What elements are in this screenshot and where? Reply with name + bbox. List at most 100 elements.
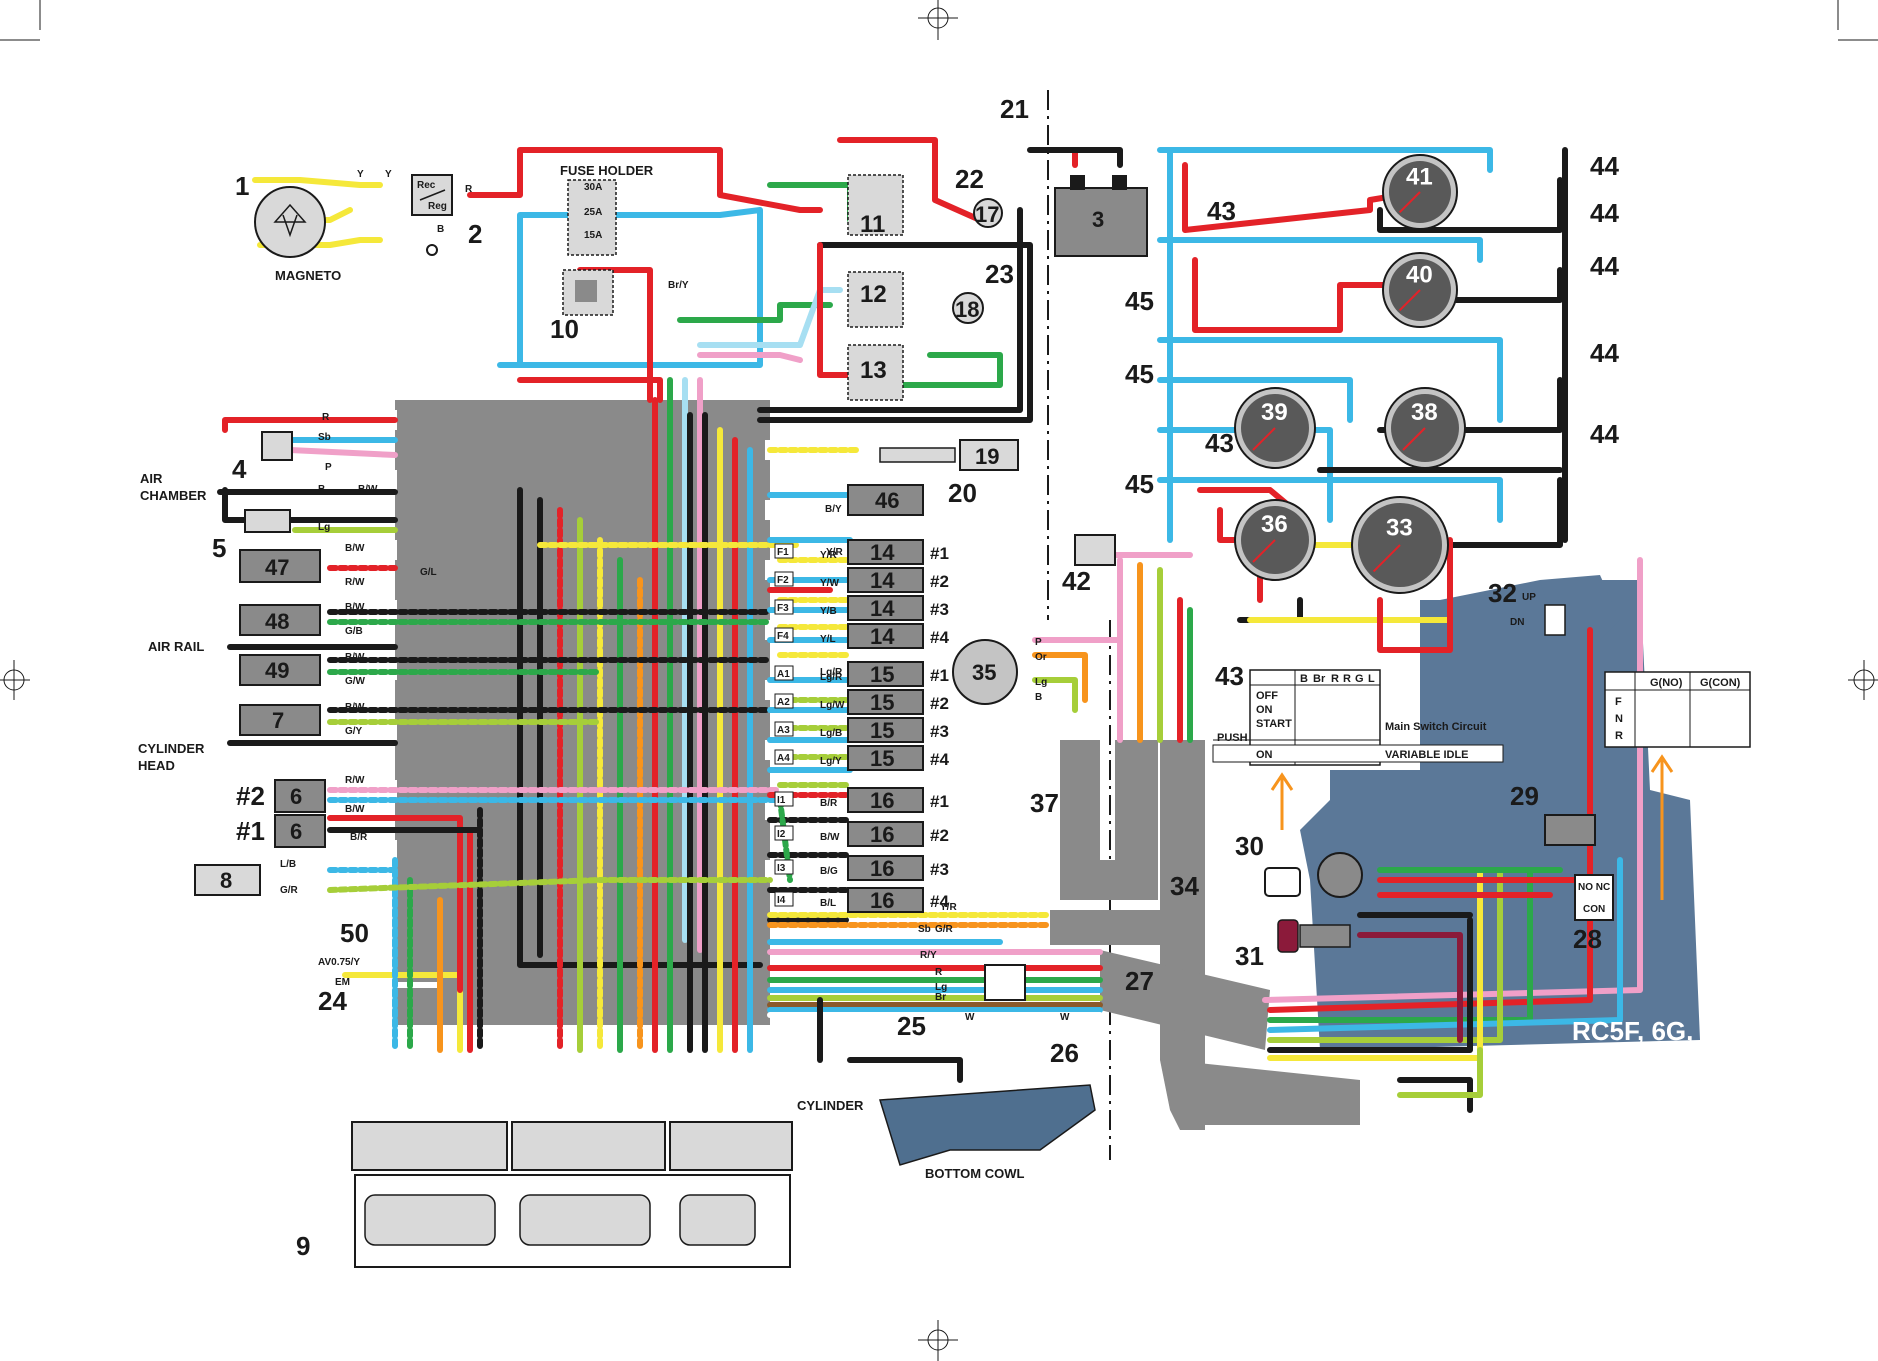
code-r-2: R [322, 412, 330, 423]
injector-box [847, 595, 924, 621]
injector-wires [767, 447, 863, 923]
relay-12: 12 [847, 271, 904, 328]
code-p-1: P [325, 462, 332, 473]
switch-head-r2: R [1343, 673, 1351, 685]
terminal-tag-box [774, 825, 794, 841]
component-28: NO NC CON 28 [1573, 874, 1614, 954]
sensor-6-2-tag: #2 [236, 781, 265, 811]
rectifier-regulator: Rec Reg 2 [411, 174, 482, 256]
callout-46: 46 [875, 488, 899, 513]
switch-row-on2: ON [1256, 749, 1273, 761]
injector-box [847, 821, 924, 847]
cylinder-tag: #4 [930, 750, 949, 769]
terminal-tag: I2 [777, 829, 786, 840]
trim-head-con: G(CON) [1700, 677, 1741, 689]
injector-box [847, 717, 924, 743]
code-sb-1: Sb [318, 432, 331, 443]
air-chamber-label-2: CHAMBER [140, 488, 207, 503]
callout-12: 12 [860, 281, 887, 308]
gauge-needle [1252, 539, 1276, 563]
callout-44c: 44 [1590, 251, 1619, 281]
injector-number: 16 [870, 888, 894, 913]
callout-18: 18 [955, 297, 979, 322]
code-w-2: W [1060, 1012, 1070, 1023]
callout-48: 48 [265, 609, 289, 634]
cyl-head-label-1: CYLINDER [138, 741, 205, 756]
injector-number: 16 [870, 788, 894, 813]
code-gb-1: G/B [345, 626, 363, 637]
connector-27 [984, 964, 1026, 1001]
callout-10: 10 [550, 314, 579, 344]
code-y-2: Y [385, 169, 392, 180]
gauge-36: 36 [1234, 499, 1316, 581]
terminal-tag: F1 [777, 547, 789, 558]
switch-head-b: B [1300, 673, 1308, 685]
injector-number: 16 [870, 856, 894, 881]
magneto: MAGNETO 1 [235, 171, 341, 283]
terminal-tag-box [774, 749, 794, 765]
component-46: 46 [847, 484, 924, 516]
harness-tube-27 [1100, 950, 1270, 1050]
cylinder-tag: #1 [930, 792, 949, 811]
trim-switch-32[interactable]: 32 UP DN [1488, 578, 1566, 636]
cylinder-tag: #4 [930, 628, 949, 647]
con-label: CON [1583, 904, 1605, 915]
switch-row-start: START [1256, 718, 1292, 730]
switch-head-g: G [1355, 673, 1364, 685]
gauge-38: 38 [1384, 387, 1466, 469]
terminal-tag-box [774, 599, 794, 615]
code-gr-2: G/R [935, 924, 954, 935]
gauge-needle [1398, 191, 1421, 214]
av-label: AV0.75/Y [318, 957, 360, 968]
code-gr-1: G/R [280, 885, 299, 896]
em-label: EM [335, 977, 350, 988]
code-b-3: B [1035, 692, 1042, 703]
code-bw-6: B/W [345, 804, 365, 815]
code-gl-1: G/L [420, 567, 437, 578]
injector-number: 14 [870, 596, 895, 621]
trim-head-no: G(NO) [1650, 677, 1683, 689]
callout-23: 23 [985, 259, 1014, 289]
terminal-tag: A4 [777, 753, 790, 764]
code-yr-2: Y/R [826, 547, 843, 558]
callout-34: 34 [1170, 871, 1199, 901]
code-bw-2: B/W [345, 543, 365, 554]
model-label: RC5F, 6G, 8F [1572, 1016, 1731, 1046]
main-switch-key[interactable]: 30 [1235, 831, 1363, 898]
component-18: 18 [952, 292, 984, 324]
callout-13: 13 [860, 357, 887, 384]
terminal-tag: I3 [777, 863, 786, 874]
callout-22: 22 [955, 164, 984, 194]
callout-43a: 43 [1207, 196, 1236, 226]
injector-number: 15 [870, 690, 894, 715]
code-b-2: B [318, 484, 325, 495]
terminal-tag: I1 [777, 795, 786, 806]
callout-25: 25 [897, 1011, 926, 1041]
harness-branches [327, 542, 833, 993]
code-y-1: Y [357, 169, 364, 180]
arrow-up-switch [1270, 772, 1294, 830]
callout-20: 20 [948, 478, 977, 508]
code-b-1: B [437, 224, 444, 235]
cylinder-tag: #2 [930, 572, 949, 591]
gauge-40: 40 [1382, 252, 1458, 328]
fuse-30a: 30A [584, 182, 602, 193]
bottom-cowl [879, 1084, 1096, 1166]
callout-45c: 45 [1125, 469, 1154, 499]
sensor-47: 47 [239, 549, 321, 583]
component-19: 19 [879, 439, 1019, 471]
injector-number: 14 [870, 568, 895, 593]
wire-code-labels: Y Y R B R Sb P B B/W Lg B/W R/W G/L B/W … [280, 169, 1070, 1023]
dn-label: DN [1510, 617, 1524, 628]
injector-box [847, 689, 924, 715]
callout-49: 49 [265, 658, 289, 683]
code-ry-1: R/Y [920, 950, 937, 961]
code-lg-3: Lg [1035, 677, 1047, 688]
